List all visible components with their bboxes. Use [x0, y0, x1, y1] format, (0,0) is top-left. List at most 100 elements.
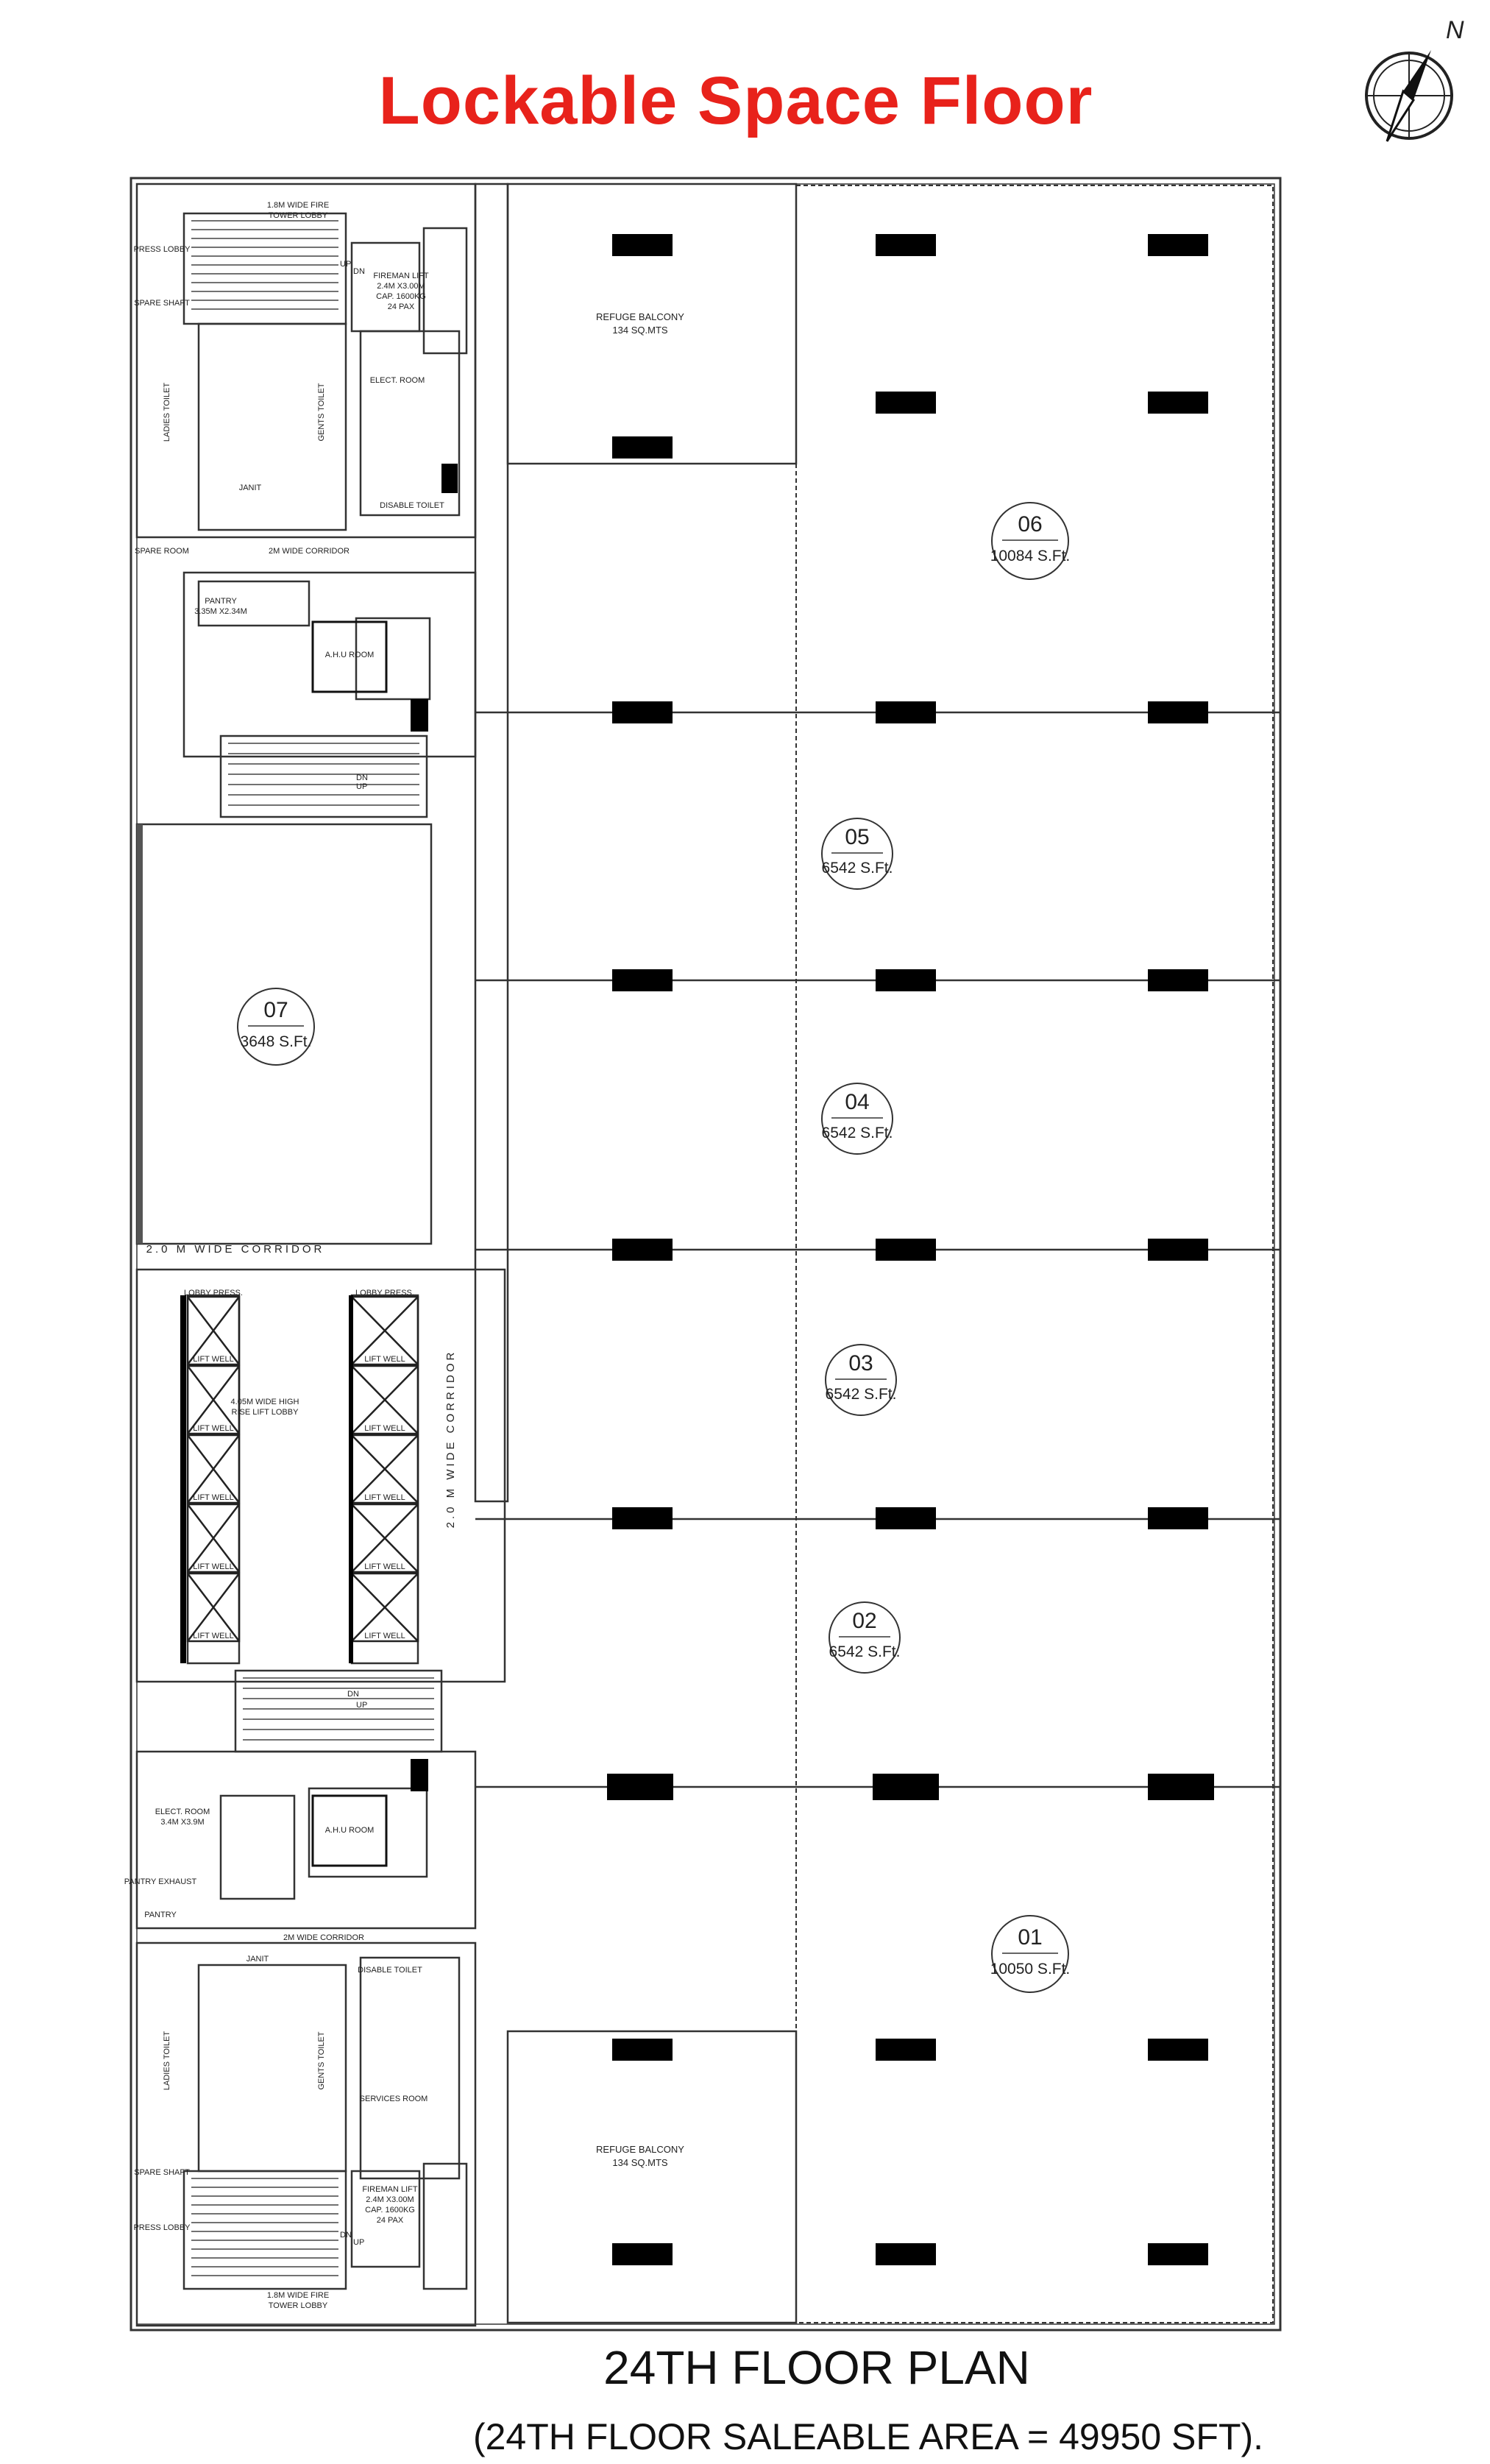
up-top: UP: [340, 260, 351, 269]
unit-03-area: 6542 S.Ft.: [826, 1386, 897, 1403]
fireman-lift-bot-l1: FIREMAN LIFT: [362, 2185, 417, 2194]
unit-02-id: 02: [852, 1609, 876, 1633]
fireman-lift-top-l1: FIREMAN LIFT: [373, 272, 428, 280]
fireman-lift-bot-l3: CAP. 1600KG: [365, 2206, 415, 2215]
unit-04-area: 6542 S.Ft.: [822, 1125, 893, 1141]
lift-well-r5: LIFT WELL: [364, 1632, 405, 1640]
corridor-2m-bot: 2M WIDE CORRIDOR: [283, 1933, 364, 1942]
lift-lobby-l1: 4.05M WIDE HIGH: [231, 1398, 299, 1406]
plan-subcaption: (24TH FLOOR SALEABLE AREA = 49950 SFT).: [472, 2416, 1264, 2457]
unit-07-area: 3648 S.Ft.: [241, 1033, 312, 1050]
lift-well-l2: LIFT WELL: [193, 1424, 233, 1433]
press-lobby-top: PRESS LOBBY: [133, 245, 191, 254]
lobby-press-left: LOBBY PRESS.: [184, 1289, 243, 1298]
plan-caption: 24TH FLOOR PLAN: [603, 2341, 1030, 2394]
lift-lobby-l2: RISE LIFT LOBBY: [232, 1408, 299, 1417]
pantry-small: PANTRY: [144, 1911, 177, 1919]
janit-bot: JANIT: [246, 1955, 269, 1964]
corridor-2m-top: 2M WIDE CORRIDOR: [269, 547, 350, 556]
unit-labels: 06 10084 S.Ft. 05 6542 S.Ft. 04 6542 S.F…: [237, 502, 1071, 1993]
pantry-exhaust: PANTRY EXHAUST: [124, 1877, 197, 1886]
unit-07: 07 3648 S.Ft.: [237, 988, 315, 1066]
fire-lobby-top-l2: TOWER LOBBY: [269, 211, 328, 220]
corridor-vertical: 2.0 M WIDE CORRIDOR: [444, 1350, 457, 1529]
disable-toilet-top: DISABLE TOILET: [380, 501, 444, 510]
unit-03-id: 03: [848, 1351, 873, 1376]
disable-toilet-bot: DISABLE TOILET: [358, 1966, 422, 1975]
unit-06-id: 06: [1018, 512, 1042, 537]
elect-room-top: ELECT. ROOM: [370, 376, 425, 385]
unit-05-id: 05: [845, 825, 869, 849]
refuge-bot-l2: 134 SQ.MTS: [612, 2157, 667, 2168]
refuge-top-l2: 134 SQ.MTS: [612, 325, 667, 336]
unit-02: 02 6542 S.Ft.: [829, 1601, 901, 1674]
unit-06-area: 10084 S.Ft.: [990, 548, 1071, 564]
page-title: Lockable Space Floor: [378, 63, 1093, 138]
spare-room: SPARE ROOM: [135, 547, 189, 556]
fire-lobby-top-l1: 1.8M WIDE FIRE: [267, 201, 329, 210]
unit-04: 04 6542 S.Ft.: [821, 1083, 893, 1155]
room-labels: 1.8M WIDE FIRE TOWER LOBBY REFUGE BALCON…: [124, 201, 684, 2310]
fireman-lift-top-l3: CAP. 1600KG: [376, 292, 426, 301]
up-lower: UP: [356, 1701, 367, 1710]
unit-06: 06 10084 S.Ft.: [990, 502, 1071, 580]
refuge-top-l1: REFUGE BALCONY: [596, 311, 684, 322]
unit-01: 01 10050 S.Ft.: [990, 1915, 1071, 1993]
unit-02-area: 6542 S.Ft.: [829, 1643, 901, 1660]
spare-shaft-bot: SPARE SHAFT: [134, 2168, 190, 2177]
dn-top: DN: [353, 267, 365, 276]
janit-top: JANIT: [239, 484, 262, 492]
structural-columns: [411, 234, 1214, 2265]
lobby-press-right: LOBBY PRESS.: [355, 1289, 414, 1298]
ladies-toilet-bot: LADIES TOILET: [163, 2031, 171, 2091]
compass-icon: N: [1365, 16, 1464, 142]
fireman-lift-bot-l4: 24 PAX: [377, 2216, 404, 2225]
gents-toilet-top: GENTS TOILET: [317, 383, 326, 441]
ahu-room-top: A.H.U ROOM: [325, 651, 375, 659]
gents-toilet-bot: GENTS TOILET: [317, 2031, 326, 2089]
fireman-lift-top-l2: 2.4M X3.00M: [377, 282, 425, 291]
unit-01-id: 01: [1018, 1925, 1042, 1950]
lift-well-l5: LIFT WELL: [193, 1632, 233, 1640]
unit07-wall: [137, 824, 143, 1244]
elect-room-bot-l1: ELECT. ROOM: [155, 1808, 210, 1816]
lift-core-wall: [180, 1295, 186, 1663]
unit-05-area: 6542 S.Ft.: [822, 860, 893, 877]
lift-well-r1: LIFT WELL: [364, 1355, 405, 1364]
spare-shaft-top: SPARE SHAFT: [134, 299, 190, 308]
corridor-horizontal: 2.0 M WIDE CORRIDOR: [146, 1243, 325, 1256]
unit-04-id: 04: [845, 1090, 869, 1114]
unit-01-area: 10050 S.Ft.: [990, 1961, 1071, 1978]
lift-well-r4: LIFT WELL: [364, 1562, 405, 1571]
fireman-lift-top-l4: 24 PAX: [388, 302, 415, 311]
fireman-lift-bot-l2: 2.4M X3.00M: [366, 2195, 414, 2204]
pantry-l1: PANTRY: [205, 597, 237, 606]
unit-05: 05 6542 S.Ft.: [821, 818, 893, 890]
unit-07-id: 07: [263, 998, 288, 1022]
refuge-bot-l1: REFUGE BALCONY: [596, 2144, 684, 2155]
dn-bot: DN: [340, 2231, 352, 2240]
press-lobby-bot: PRESS LOBBY: [133, 2223, 191, 2232]
lift-well-l3: LIFT WELL: [193, 1493, 233, 1502]
lift-wells: [186, 1295, 419, 1643]
lift-well-r2: LIFT WELL: [364, 1424, 405, 1433]
pantry-l2: 3.35M X2.34M: [194, 607, 247, 616]
ladies-toilet-top: LADIES TOILET: [163, 383, 171, 442]
compass-label: N: [1446, 16, 1464, 44]
dn-lower: DN: [347, 1690, 359, 1699]
lift-well-l1: LIFT WELL: [193, 1355, 233, 1364]
up-mid: UP: [356, 782, 367, 791]
ahu-rooms: [311, 620, 388, 1867]
stair-treads: [191, 220, 434, 2276]
up-bot: UP: [353, 2238, 364, 2247]
fire-lobby-bot-l1: 1.8M WIDE FIRE: [267, 2291, 329, 2300]
core-walls: [135, 183, 798, 2327]
lift-core-wall: [349, 1295, 353, 1663]
elect-room-bot-l2: 3.4M X3.9M: [160, 1818, 204, 1827]
services-room: SERVICES ROOM: [360, 2095, 428, 2103]
dn-mid: DN: [356, 773, 368, 782]
unit-03: 03 6542 S.Ft.: [825, 1344, 897, 1416]
lift-well-r3: LIFT WELL: [364, 1493, 405, 1502]
lift-well-l4: LIFT WELL: [193, 1562, 233, 1571]
